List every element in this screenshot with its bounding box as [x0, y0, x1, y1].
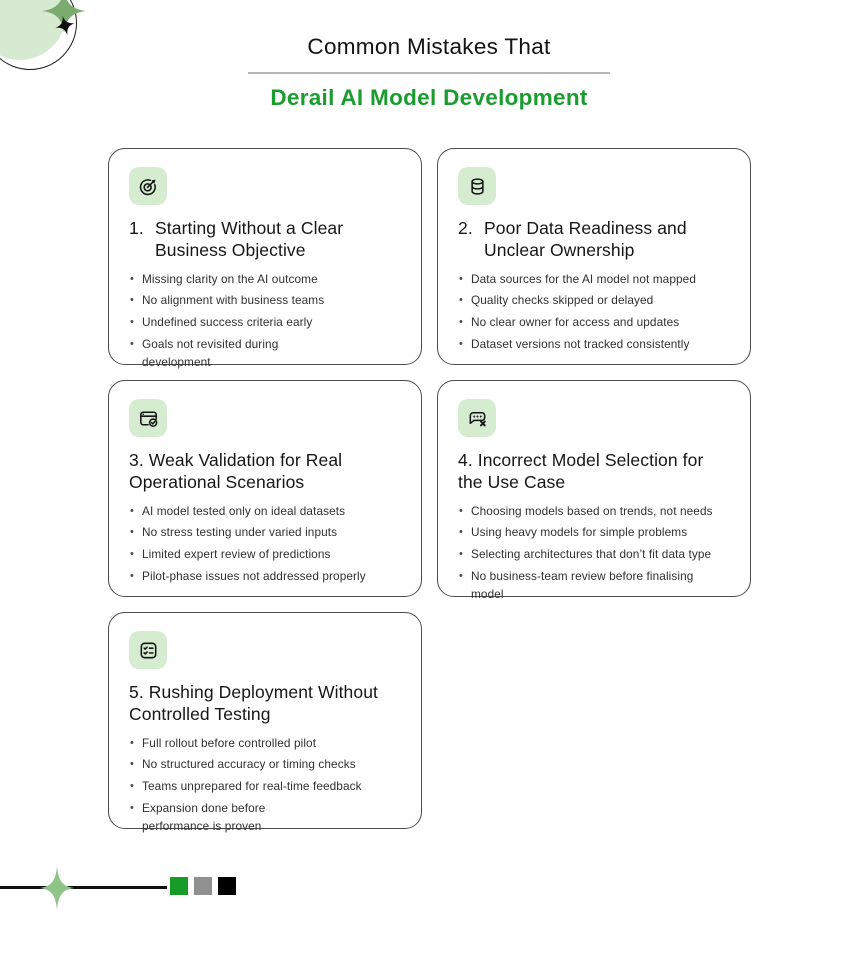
bullet-item: Undefined success criteria early — [129, 314, 406, 332]
bullet-item: Using heavy models for simple problems — [458, 524, 735, 542]
card-title-text: Incorrect Model Selection for the Use Ca… — [458, 450, 704, 492]
card-title: 5. Rushing Deployment Without Controlled… — [129, 682, 399, 726]
sparkle-icon — [40, 866, 74, 910]
card-model-selection: 4. Incorrect Model Selection for the Use… — [437, 380, 751, 601]
card-number: 1. — [129, 218, 144, 238]
bullet-item: AI model tested only on ideal datasets — [129, 503, 406, 521]
page-title-line2: Derail AI Model Development — [270, 85, 588, 110]
card-title-text: Starting Without a Clear Business Object… — [155, 218, 344, 260]
checklist-icon — [140, 642, 156, 658]
icon-tile — [129, 631, 167, 669]
bullet-item: Expansion done before performance is pro… — [129, 800, 336, 835]
database-icon — [470, 177, 484, 195]
page-title-line1: Common Mistakes That — [307, 34, 551, 59]
bullet-list: Data sources for the AI model not mapped… — [458, 271, 735, 354]
footer-square-black — [218, 877, 236, 895]
footer-line — [0, 886, 167, 889]
icon-tile — [458, 167, 496, 205]
bullet-item: Missing clarity on the AI outcome — [129, 271, 406, 289]
card-title: 4. Incorrect Model Selection for the Use… — [458, 450, 708, 494]
card-title: 3. Weak Validation for Real Operational … — [129, 450, 406, 494]
bullet-item: Full rollout before controlled pilot — [129, 735, 406, 753]
bullet-item: No clear owner for access and updates — [458, 314, 735, 332]
card-title: 1. Starting Without a Clear Business Obje… — [129, 218, 406, 262]
card-title-text: Poor Data Readiness and Unclear Ownershi… — [484, 218, 687, 260]
icon-tile — [129, 399, 167, 437]
header-divider — [248, 72, 610, 74]
card-business-objective: 1. Starting Without a Clear Business Obje… — [108, 148, 422, 369]
bullet-list: Missing clarity on the AI outcome No ali… — [129, 271, 406, 371]
icon-tile — [129, 167, 167, 205]
bullet-item: No stress testing under varied inputs — [129, 524, 406, 542]
bullet-list: AI model tested only on ideal datasets N… — [129, 503, 406, 586]
icon-tile — [458, 399, 496, 437]
bullet-item: Data sources for the AI model not mapped — [458, 271, 735, 289]
card-number: 5. — [129, 682, 144, 702]
bullet-item: Selecting architectures that don’t fit d… — [458, 546, 735, 564]
card-number: 3. — [129, 450, 144, 470]
bullet-item: Goals not revisited during development — [129, 336, 289, 371]
bullet-item: No business-team review before finalisin… — [458, 568, 696, 603]
target-arrow-icon — [139, 178, 156, 195]
bullet-list: Choosing models based on trends, not nee… — [458, 503, 735, 603]
bullet-item: No alignment with business teams — [129, 292, 406, 310]
bullet-item: Limited expert review of predictions — [129, 546, 406, 564]
sparkle-icon — [42, 0, 86, 33]
card-rushing-deployment: 5. Rushing Deployment Without Controlled… — [108, 612, 422, 833]
bullet-item: Teams unprepared for real-time feedback — [129, 778, 406, 796]
chat-error-icon — [469, 411, 486, 426]
window-check-icon — [139, 411, 157, 427]
bullet-list: Full rollout before controlled pilot No … — [129, 735, 406, 835]
sparkle-icon — [55, 15, 75, 36]
bullet-item: Pilot-phase issues not addressed properl… — [129, 568, 406, 586]
bullet-item: Choosing models based on trends, not nee… — [458, 503, 735, 521]
card-title-text: Rushing Deployment Without Controlled Te… — [129, 682, 379, 724]
footer-square-green — [170, 877, 188, 895]
footer-square-gray — [194, 877, 212, 895]
card-data-readiness: 2. Poor Data Readiness and Unclear Owners… — [437, 148, 751, 365]
card-weak-validation: 3. Weak Validation for Real Operational … — [108, 380, 422, 597]
card-number: 4. — [458, 450, 473, 470]
card-title-text: Weak Validation for Real Operational Sce… — [129, 450, 343, 492]
card-number: 2. — [458, 218, 473, 238]
bullet-item: No structured accuracy or timing checks — [129, 756, 406, 774]
bullet-item: Dataset versions not tracked consistentl… — [458, 336, 735, 354]
card-title: 2. Poor Data Readiness and Unclear Owners… — [458, 218, 735, 262]
bullet-item: Quality checks skipped or delayed — [458, 292, 735, 310]
